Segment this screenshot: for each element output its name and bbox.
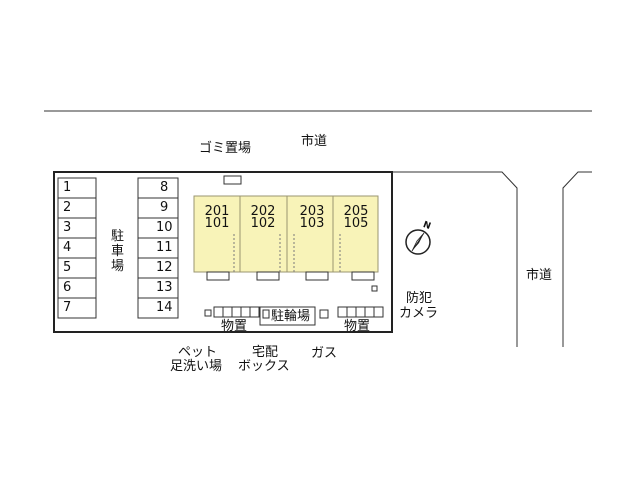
security-camera-label-line1: 防犯: [406, 291, 433, 306]
unit-label-lower: 105: [343, 216, 369, 231]
unit-label-upper: 201: [204, 204, 230, 219]
security-camera-label-line2: カメラ: [399, 306, 439, 321]
building: [193, 195, 379, 273]
pet-wash-marker: [204, 309, 212, 317]
stall-number: 9: [160, 200, 169, 215]
unit-porches: [206, 271, 375, 281]
bicycle-parking-label: 駐輪場: [271, 309, 311, 324]
delivery-box-label-line1: 宅配: [252, 345, 279, 360]
pet-wash-label-line2: 足洗い場: [170, 359, 223, 374]
porch: [305, 271, 329, 281]
delivery-box-marker: [262, 309, 270, 319]
stall-number: 1: [63, 180, 72, 195]
road-right-right-edge: [562, 171, 592, 347]
security-camera-marker: [371, 285, 378, 292]
gas-label: ガス: [311, 346, 338, 361]
stall-number: 10: [156, 220, 173, 235]
parking-stall: [137, 297, 179, 319]
stall-number: 5: [63, 260, 72, 275]
road-label-top: 市道: [301, 134, 328, 149]
storage-right-units: [337, 306, 384, 318]
bicycle-parking-frame: [259, 306, 316, 326]
unit-label-upper: 202: [250, 204, 276, 219]
stall-number: 2: [63, 200, 72, 215]
unit-dividers: [239, 196, 334, 272]
porch: [256, 271, 280, 281]
road-right-left-edge: [392, 171, 518, 347]
stall-number: 3: [63, 220, 72, 235]
gas-marker: [319, 309, 329, 319]
stall-number: 8: [160, 180, 169, 195]
stall-number: 13: [156, 280, 173, 295]
garbage-label: ゴミ置場: [199, 141, 252, 156]
unit-label-lower: 103: [299, 216, 325, 231]
porch: [351, 271, 375, 281]
porch: [206, 271, 230, 281]
stall-number: 12: [156, 260, 173, 275]
storage-left-units: [213, 306, 260, 318]
parking-right-column: [137, 177, 179, 319]
storage-left-label: 物置: [221, 319, 248, 334]
unit-label-upper: 203: [299, 204, 325, 219]
unit-label-lower: 102: [250, 216, 276, 231]
parking-stall: [57, 297, 97, 319]
garbage-area-marker: [223, 175, 242, 185]
stall-number: 11: [156, 240, 173, 255]
parking-label: 駐車場: [111, 229, 125, 274]
stall-number: 7: [63, 300, 72, 315]
storage-right-label: 物置: [344, 319, 371, 334]
parking-left-column: [57, 177, 97, 319]
compass-icon: [405, 229, 431, 255]
unit-label-upper: 205: [343, 204, 369, 219]
stall-number: 6: [63, 280, 72, 295]
pet-wash-label-line1: ペット: [178, 345, 218, 360]
road-label-right: 市道: [526, 268, 553, 283]
stall-number: 14: [156, 300, 173, 315]
unit-label-lower: 101: [204, 216, 230, 231]
stall-number: 4: [63, 240, 72, 255]
delivery-box-label-line2: ボックス: [238, 359, 290, 374]
